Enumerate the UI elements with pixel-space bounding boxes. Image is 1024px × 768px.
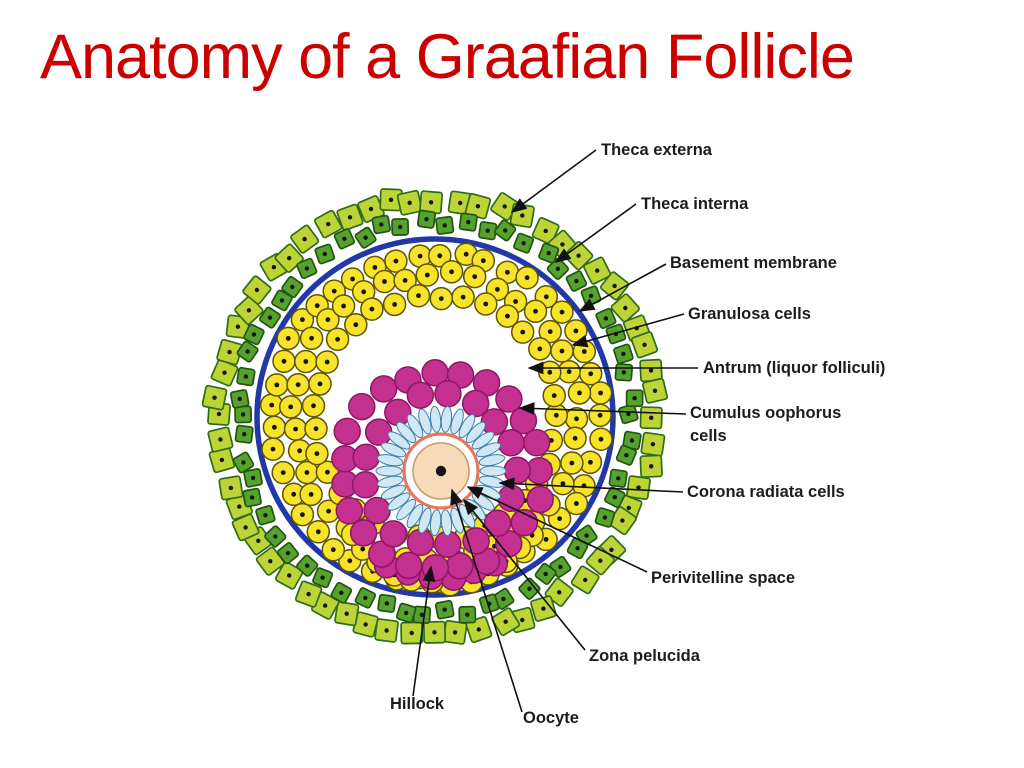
- label-zona-pelucida: Zona pelucida: [589, 647, 701, 665]
- label-theca-interna: Theca interna: [641, 195, 749, 213]
- theca-interna-cells: [229, 209, 644, 624]
- cumulus-oophorus-cells-layer: [331, 359, 554, 582]
- label-antrum: Antrum (liquor folliculi): [703, 359, 885, 377]
- label-oocyte: Oocyte: [523, 709, 579, 727]
- label-hillock: Hillock: [390, 695, 445, 713]
- label-cumulus-oophorus-2: cells: [690, 427, 727, 445]
- slide-title: Anatomy of a Graafian Follicle: [40, 22, 855, 92]
- diagram-labels: Theca externa Theca interna Basement mem…: [390, 141, 885, 727]
- label-granulosa-cells: Granulosa cells: [688, 305, 811, 323]
- label-cumulus-oophorus-1: Cumulus oophorus: [690, 404, 841, 422]
- label-basement-membrane: Basement membrane: [670, 254, 837, 272]
- label-perivitelline: Perivitelline space: [651, 569, 795, 587]
- label-theca-externa: Theca externa: [601, 141, 713, 159]
- theca-externa-cells: [201, 188, 668, 645]
- corona-radiata-cells-layer: [375, 405, 507, 537]
- label-corona-radiata: Corona radiata cells: [687, 483, 845, 501]
- oocyte-cell: [412, 442, 470, 500]
- leader-arrows: [412, 149, 698, 713]
